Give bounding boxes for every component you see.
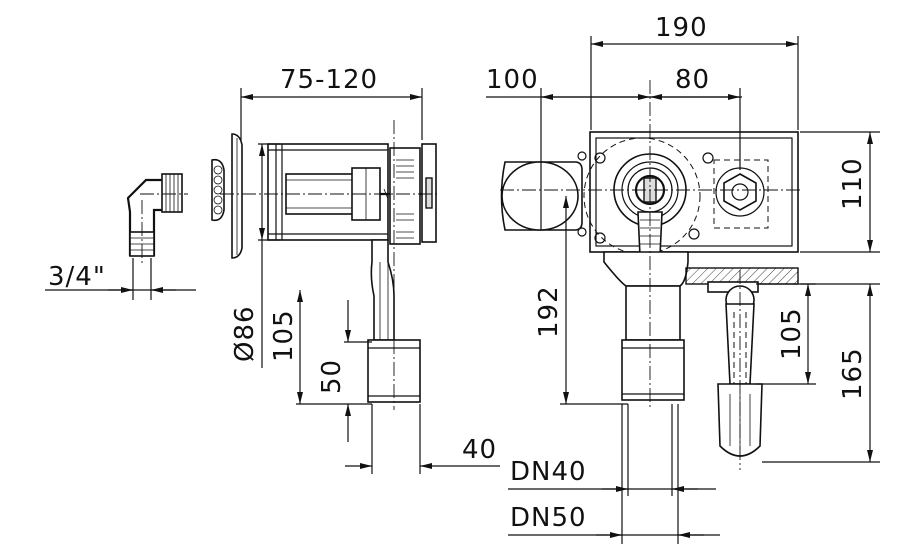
hose-elbow-view: [126, 173, 188, 265]
dim-50-label: 50: [317, 359, 347, 394]
dim-100-label: 100: [486, 65, 539, 95]
dim-192: 192: [534, 196, 628, 405]
side-section-view: [211, 120, 440, 410]
dim-86-label: Ø86: [230, 305, 260, 362]
dim-dn50: DN50: [508, 404, 720, 544]
dim-105-left-label: 105: [269, 309, 299, 362]
dim-3-4: 3/4": [45, 258, 196, 300]
dim-86: Ø86: [230, 143, 280, 368]
dim-40: 40: [345, 404, 500, 474]
dim-75-120-label: 75-120: [280, 65, 378, 95]
dim-dn50-label: DN50: [510, 503, 587, 533]
dim-165: 165: [762, 283, 880, 463]
dim-50: 50: [317, 300, 372, 442]
dim-40-label: 40: [462, 435, 497, 465]
dim-3-4-label: 3/4": [48, 262, 106, 292]
dim-190: 190: [590, 13, 799, 130]
dim-105-right: 105: [756, 283, 816, 385]
dim-190-label: 190: [655, 13, 708, 43]
dim-105-right-label: 105: [777, 307, 807, 360]
dim-110: 110: [800, 131, 880, 253]
dim-dn40: DN40: [508, 404, 716, 496]
dim-110-label: 110: [838, 157, 868, 210]
dim-dn40-label: DN40: [510, 457, 587, 487]
dim-192-label: 192: [534, 285, 564, 338]
dim-75-120: 75-120: [240, 65, 423, 140]
dim-80-label: 80: [675, 65, 710, 95]
dim-165-label: 165: [838, 347, 868, 400]
dim-80-100: 100 80: [486, 65, 742, 230]
front-view: [500, 80, 800, 470]
dim-105-left: 105: [269, 290, 372, 405]
